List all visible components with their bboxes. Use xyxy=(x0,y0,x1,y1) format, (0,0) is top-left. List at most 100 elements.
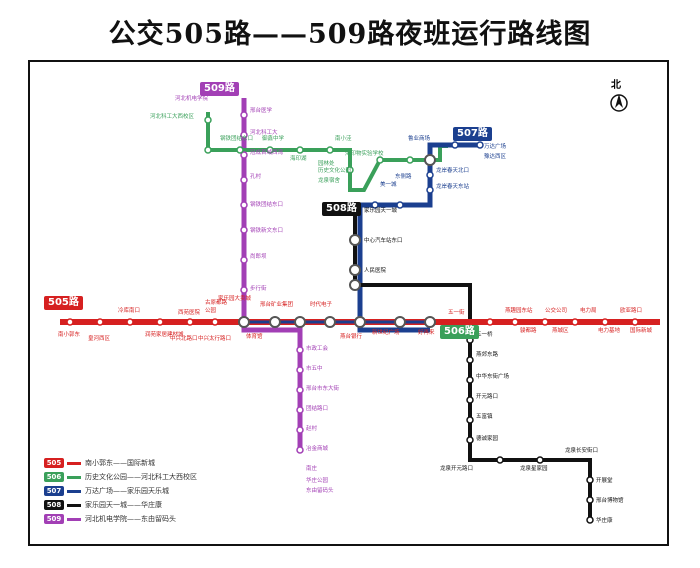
svg-text:市五中: 市五中 xyxy=(306,364,323,372)
route-tag-508: 508路 xyxy=(322,202,361,216)
svg-text:团结路口: 团结路口 xyxy=(306,404,328,412)
legend-line xyxy=(67,475,81,479)
labels-509: 河北机电学院 邢台医学 河北科工大 冠成首域西湾 孔村 钢铁团结东口 钢铁新文东… xyxy=(175,94,340,494)
svg-text:开元路口: 开元路口 xyxy=(476,392,498,400)
legend-text: 河北机电学院——东由留码头 xyxy=(85,515,176,523)
svg-text:龙泉长安街口: 龙泉长安街口 xyxy=(565,446,598,454)
svg-text:钢铁新文东口: 钢铁新文东口 xyxy=(250,226,283,234)
svg-text:河北机电学院: 河北机电学院 xyxy=(175,94,209,102)
svg-text:海印湖: 海印湖 xyxy=(290,154,307,162)
svg-text:孔村: 孔村 xyxy=(250,172,262,180)
svg-text:人民医院: 人民医院 xyxy=(364,266,387,274)
svg-text:东由留码头: 东由留码头 xyxy=(306,486,334,494)
route-507-line xyxy=(357,142,480,333)
legend-badge: 506路 xyxy=(44,472,64,491)
svg-text:冶金商城: 冶金商城 xyxy=(306,444,329,452)
svg-text:钢铁团结东口: 钢铁团结东口 xyxy=(250,200,283,208)
svg-text:步行街: 步行街 xyxy=(250,284,267,292)
svg-text:皇河西区: 皇河西区 xyxy=(88,334,111,342)
legend-text: 南小郭东——国际新城 xyxy=(85,459,155,467)
legend-text: 万达广场——家乐园天乐城 xyxy=(85,487,169,495)
svg-text:南庄: 南庄 xyxy=(306,464,318,472)
north-arrow-icon xyxy=(610,94,628,112)
legend-row-506: 506路 历史文化公园——河北科工大西校区 xyxy=(44,470,197,491)
svg-text:南小洼: 南小洼 xyxy=(335,134,352,142)
svg-text:河北科工大: 河北科工大 xyxy=(250,128,278,136)
svg-text:龙岸春天东站: 龙岸春天东站 xyxy=(436,182,470,190)
svg-text:公园: 公园 xyxy=(205,307,217,314)
svg-text:邢台医学: 邢台医学 xyxy=(250,106,273,114)
svg-text:园林处: 园林处 xyxy=(318,159,335,167)
svg-text:龙岸春天北口: 龙岸春天北口 xyxy=(436,166,469,174)
svg-text:新世纪广场: 新世纪广场 xyxy=(372,328,400,336)
svg-text:中心汽车站东口: 中心汽车站东口 xyxy=(364,236,403,244)
legend-row-507: 507路 万达广场——家乐园天乐城 xyxy=(44,484,197,505)
svg-text:欧亚路口: 欧亚路口 xyxy=(620,306,642,314)
svg-text:中兴北路口: 中兴北路口 xyxy=(170,334,198,342)
svg-text:龙泉开元路口: 龙泉开元路口 xyxy=(440,464,473,472)
svg-text:润苑家居建材城: 润苑家居建材城 xyxy=(145,330,184,338)
svg-text:五一桥: 五一桥 xyxy=(476,330,493,338)
route-tag-509: 509路 xyxy=(200,82,239,96)
stations-505 xyxy=(66,318,639,326)
legend-text: 家乐园天一城——华庄康 xyxy=(85,501,162,509)
svg-text:东侧路: 东侧路 xyxy=(395,172,412,180)
route-506-line xyxy=(206,112,448,192)
stations-509 xyxy=(240,111,304,454)
svg-text:五富镇: 五富镇 xyxy=(476,412,493,420)
svg-text:冷库南口: 冷库南口 xyxy=(118,306,140,314)
legend-row-508: 508路 家乐园天一城——华庄康 xyxy=(44,498,197,519)
legend-badge: 508路 xyxy=(44,500,64,519)
svg-text:时代电子: 时代电子 xyxy=(310,300,333,308)
map-frame xyxy=(28,60,669,546)
svg-text:德诚家园: 德诚家园 xyxy=(476,434,499,442)
svg-text:公交公司: 公交公司 xyxy=(545,306,567,314)
svg-text:美一城: 美一城 xyxy=(380,180,397,188)
legend-text: 历史文化公园——河北科工大西校区 xyxy=(85,473,197,481)
legend-badge: 505路 xyxy=(44,458,64,477)
svg-text:开展堂: 开展堂 xyxy=(596,476,613,484)
svg-text:体育馆: 体育馆 xyxy=(246,332,263,340)
svg-text:冠成首域西湾: 冠成首域西湾 xyxy=(250,148,284,156)
route-508-line xyxy=(353,210,592,520)
compass-label: 北 xyxy=(611,78,621,91)
legend-line xyxy=(67,461,81,465)
legend-badge: 507路 xyxy=(44,486,64,505)
svg-text:南小郭东: 南小郭东 xyxy=(58,330,81,338)
svg-text:邢台市东大街: 邢台市东大街 xyxy=(306,384,340,392)
legend-line xyxy=(67,517,81,521)
svg-text:河北科工大西校区: 河北科工大西校区 xyxy=(150,112,195,120)
svg-text:钢铁团结东口: 钢铁团结东口 xyxy=(220,134,253,142)
route-tag-505: 505路 xyxy=(44,296,83,310)
route-tag-506: 506路 xyxy=(440,325,479,339)
labels-506: 河北科工大西校区 钢铁团结东口 御鑫中学 海印湖 园林处 历史文化公园 南小洼 … xyxy=(150,112,384,184)
svg-text:骏都路: 骏都路 xyxy=(520,326,537,334)
legend-row-505: 505路 南小郭东——国际新城 xyxy=(44,456,197,477)
svg-text:古原都路: 古原都路 xyxy=(205,298,228,306)
svg-text:市政工会: 市政工会 xyxy=(306,344,329,352)
stations-508 xyxy=(466,336,594,524)
svg-text:中兴太行路口: 中兴太行路口 xyxy=(198,334,231,342)
svg-text:燕台银行: 燕台银行 xyxy=(340,332,363,340)
legend-badge: 509路 xyxy=(44,514,64,533)
svg-text:万达广场: 万达广场 xyxy=(484,142,507,150)
svg-text:燕趣园东站: 燕趣园东站 xyxy=(505,306,533,314)
legend-line xyxy=(67,503,81,507)
legend-line xyxy=(67,489,81,493)
svg-text:鲁业商场: 鲁业商场 xyxy=(408,134,431,142)
svg-text:电力基地: 电力基地 xyxy=(598,326,621,334)
svg-text:家乐园大卖城: 家乐园大卖城 xyxy=(218,294,252,302)
labels-508: 家乐园天一城 中心汽车站东口 人民医院 五一桥 燕郊东路 中华东街广场 开元路口… xyxy=(364,206,624,524)
route-tag-507: 507路 xyxy=(453,127,492,141)
svg-text:豫达西区: 豫达西区 xyxy=(484,152,507,160)
svg-text:邢台博物馆: 邢台博物馆 xyxy=(596,496,624,504)
svg-text:西苑医院: 西苑医院 xyxy=(178,308,201,316)
map-title: 公交505路——509路夜班运行路线图 xyxy=(108,19,592,50)
svg-text:龙泉宿舍: 龙泉宿舍 xyxy=(318,176,341,184)
svg-text:好再来: 好再来 xyxy=(418,328,435,336)
labels-505: 南小郭东 皇河西区 冷库南口 润苑家居建材城 西苑医院 中兴北路口 古原都路 公… xyxy=(58,294,653,342)
svg-text:赵村: 赵村 xyxy=(306,424,318,432)
svg-text:历史文化公园: 历史文化公园 xyxy=(318,166,352,174)
svg-text:电力局: 电力局 xyxy=(580,306,597,314)
svg-text:尚郎坝: 尚郎坝 xyxy=(250,252,267,260)
